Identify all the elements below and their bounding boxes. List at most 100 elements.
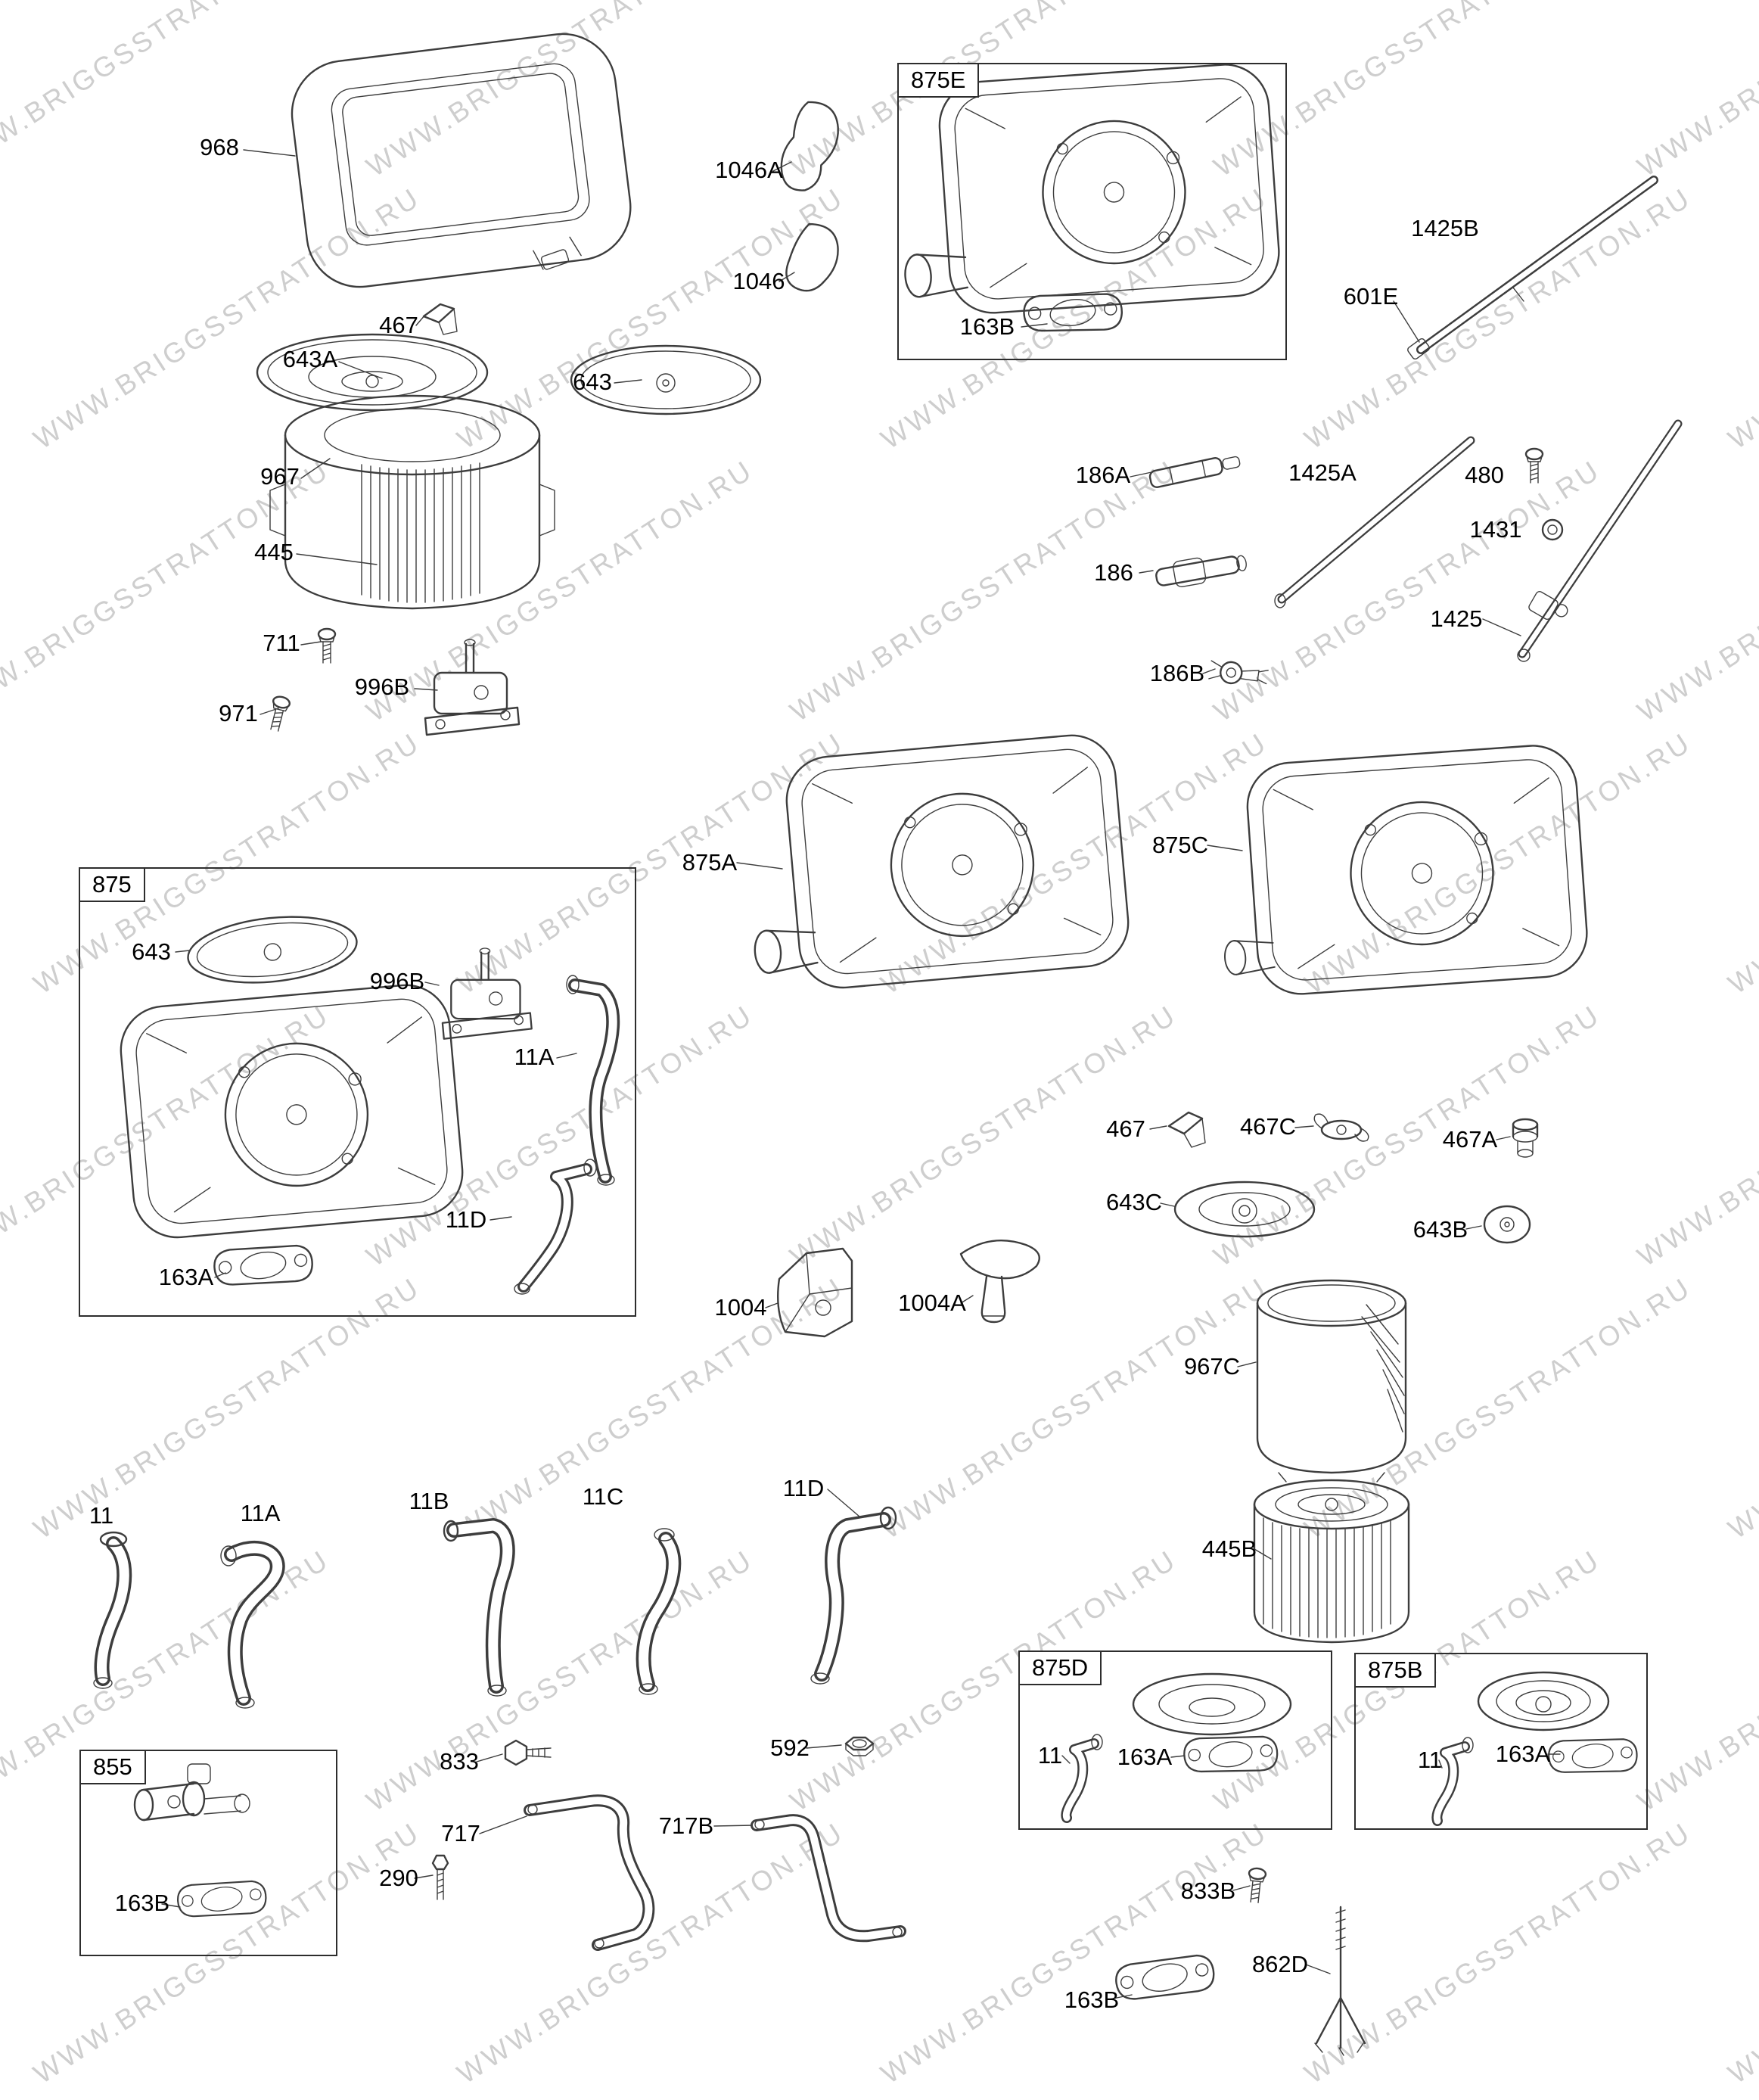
part-drawing-hose-11a xyxy=(220,1541,285,1709)
part-label-290: 290 xyxy=(379,1865,418,1891)
part-drawing-1004a xyxy=(959,1240,1040,1324)
part-label-186B: 186B xyxy=(1149,660,1205,686)
part-label-11B: 11B xyxy=(409,1488,449,1514)
part-label-11: 11 xyxy=(89,1502,114,1529)
part-drawing-1004 xyxy=(777,1247,853,1338)
part-label-163B: 163B xyxy=(959,313,1015,340)
part-drawing-592 xyxy=(844,1736,875,1756)
part-label-717B: 717B xyxy=(658,1812,714,1839)
part-label-11: 11 xyxy=(1417,1747,1443,1773)
part-label-711: 711 xyxy=(263,630,300,656)
part-drawing-1046 xyxy=(785,222,839,292)
part-label-163B: 163B xyxy=(1064,1986,1120,2013)
part-label-1425A: 1425A xyxy=(1288,459,1357,486)
part-drawing-967-445 xyxy=(269,394,555,610)
part-label-1431: 1431 xyxy=(1469,516,1522,543)
part-drawing-875d-cover xyxy=(1132,1672,1292,1736)
part-drawing-hose-11 xyxy=(93,1531,132,1689)
part-label-467A: 467A xyxy=(1442,1126,1498,1153)
part-label-875A: 875A xyxy=(682,849,738,876)
part-drawing-hose-11c xyxy=(636,1528,682,1695)
part-label-643B: 643B xyxy=(1412,1216,1468,1243)
part-label-445: 445 xyxy=(254,539,294,565)
part-label-11D: 11D xyxy=(445,1206,487,1233)
part-drawing-1425a xyxy=(1274,436,1475,608)
group-label: 855 xyxy=(79,1750,146,1784)
part-drawing-643 xyxy=(570,344,762,415)
part-label-163B: 163B xyxy=(114,1890,170,1916)
part-label-186: 186 xyxy=(1094,559,1133,586)
part-drawing-11-875b xyxy=(1431,1737,1474,1826)
part-label-875C: 875C xyxy=(1151,832,1209,858)
part-label-1425: 1425 xyxy=(1430,605,1483,632)
part-label-996B: 996B xyxy=(369,968,425,994)
part-drawing-833 xyxy=(504,1739,552,1766)
part-drawing-445b xyxy=(1253,1472,1410,1644)
part-drawing-290 xyxy=(431,1854,449,1900)
group-box-875D: 875D xyxy=(1018,1650,1332,1830)
part-label-163A: 163A xyxy=(1495,1741,1551,1767)
part-label-11A: 11A xyxy=(514,1044,555,1070)
part-label-643: 643 xyxy=(573,369,612,395)
part-drawing-11a-875 xyxy=(566,975,620,1186)
part-drawing-717 xyxy=(524,1794,655,1951)
part-drawing-186a xyxy=(1148,456,1241,488)
part-label-467C: 467C xyxy=(1239,1113,1297,1140)
part-drawing-467 xyxy=(422,303,458,335)
part-label-643C: 643C xyxy=(1105,1189,1163,1215)
part-label-445B: 445B xyxy=(1201,1535,1257,1562)
part-label-467: 467 xyxy=(379,312,418,338)
part-drawing-968 xyxy=(291,33,632,288)
part-drawing-467-2 xyxy=(1167,1111,1206,1148)
group-label: 875E xyxy=(897,63,980,98)
part-drawing-467c xyxy=(1313,1113,1369,1142)
group-box-875E: 875E xyxy=(897,63,1287,360)
part-drawing-186 xyxy=(1155,555,1247,588)
part-label-833: 833 xyxy=(440,1748,479,1775)
part-drawing-643b xyxy=(1483,1205,1531,1244)
part-drawing-643c xyxy=(1173,1181,1316,1238)
part-label-1004A: 1004A xyxy=(898,1290,966,1316)
group-box-875: 875 xyxy=(79,867,636,1317)
group-label: 875B xyxy=(1354,1653,1437,1688)
part-drawing-11-875d xyxy=(1061,1734,1103,1823)
group-label: 875 xyxy=(79,867,145,902)
part-label-971: 971 xyxy=(219,700,258,726)
part-drawing-967c xyxy=(1256,1279,1407,1474)
part-drawing-875b-seal xyxy=(1477,1671,1610,1731)
group-box-875B: 875B xyxy=(1354,1653,1648,1830)
part-label-967: 967 xyxy=(260,463,300,490)
group-label: 875D xyxy=(1018,1650,1102,1685)
part-drawing-hose-11b xyxy=(443,1518,515,1697)
part-drawing-862d xyxy=(1314,1906,1366,2056)
part-drawing-11d-875 xyxy=(514,1159,597,1295)
part-label-1046A: 1046A xyxy=(715,157,783,183)
leader-lines xyxy=(161,149,1561,2000)
group-box-855: 855 xyxy=(79,1750,337,1956)
part-label-643A: 643A xyxy=(282,346,338,372)
part-label-467: 467 xyxy=(1106,1115,1145,1142)
part-label-601E: 601E xyxy=(1343,283,1399,310)
part-label-862D: 862D xyxy=(1251,1951,1309,1977)
part-label-643: 643 xyxy=(132,938,171,965)
part-label-163A: 163A xyxy=(1117,1744,1173,1770)
part-label-968: 968 xyxy=(200,134,239,160)
part-label-996B: 996B xyxy=(354,674,410,700)
part-drawing-1046a xyxy=(780,101,839,191)
part-label-1046: 1046 xyxy=(732,268,785,294)
part-label-717: 717 xyxy=(441,1820,480,1846)
part-label-967C: 967C xyxy=(1183,1353,1241,1380)
part-drawing-186b xyxy=(1208,660,1269,685)
part-label-11: 11 xyxy=(1037,1742,1063,1769)
part-label-11C: 11C xyxy=(582,1483,624,1510)
part-label-11A: 11A xyxy=(240,1500,281,1526)
part-drawing-hose-11d xyxy=(810,1506,897,1685)
part-drawing-643-875 xyxy=(187,916,358,984)
part-drawing-717b xyxy=(751,1814,906,1943)
part-label-1004: 1004 xyxy=(714,1294,767,1321)
part-drawing-467a xyxy=(1512,1118,1539,1158)
part-label-186A: 186A xyxy=(1075,462,1131,488)
part-drawing-1425 xyxy=(1517,419,1683,662)
